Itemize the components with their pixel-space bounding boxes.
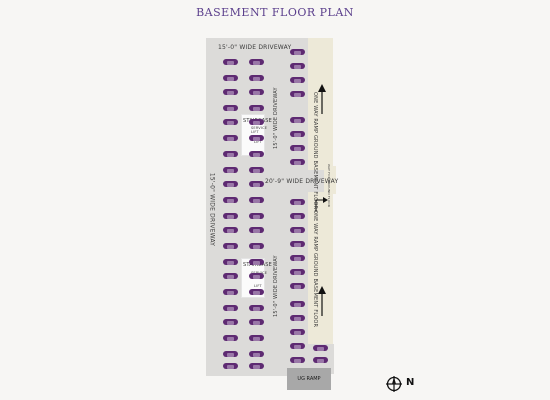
car-icon — [249, 258, 264, 266]
car-icon — [313, 356, 328, 364]
ramp-lower-label: ONE WAY RAMP GROUND BASEMENT FLOOR — [312, 210, 318, 328]
car-icon — [290, 212, 305, 220]
car-icon — [290, 198, 305, 206]
side-note-label: WAY FOR GROUND FLOOR — [327, 164, 331, 208]
arrow-up-icon — [318, 286, 326, 316]
left-driveway-label: 15'-0" WIDE DRIVEWAY — [208, 172, 216, 247]
floor-slab-cross — [284, 170, 324, 192]
page-title: BASEMENT FLOOR PLAN — [196, 6, 354, 19]
car-icon — [223, 150, 238, 158]
car-icon — [249, 88, 264, 96]
car-icon — [249, 212, 264, 220]
car-icon — [223, 58, 238, 66]
car-icon — [290, 314, 305, 322]
car-icon — [290, 226, 305, 234]
floor-slab-main — [206, 38, 286, 376]
car-icon — [223, 74, 238, 82]
car-icon — [249, 288, 264, 296]
turn-arrow-icon — [315, 197, 328, 212]
car-icon — [290, 144, 305, 152]
car-icon — [249, 134, 264, 142]
car-icon — [223, 134, 238, 142]
car-icon — [290, 268, 305, 276]
car-icon — [223, 88, 238, 96]
car-icon — [290, 158, 305, 166]
ug-ramp-label: UG RAMP — [297, 376, 321, 382]
car-icon — [290, 282, 305, 290]
car-icon — [223, 334, 238, 342]
floor-slab-upper-right — [284, 38, 308, 174]
car-icon — [249, 118, 264, 126]
car-icon — [249, 242, 264, 250]
car-icon — [290, 130, 305, 138]
car-icon — [223, 196, 238, 204]
north-label: N — [406, 377, 415, 388]
car-icon — [249, 304, 264, 312]
car-icon — [249, 58, 264, 66]
lift-1-label: LIFT — [254, 140, 262, 144]
car-icon — [223, 180, 238, 188]
top-driveway-label: 15'-0" WIDE DRIVEWAY — [218, 44, 292, 51]
car-icon — [290, 76, 305, 84]
car-icon — [223, 258, 238, 266]
car-icon — [290, 254, 305, 262]
car-icon — [223, 212, 238, 220]
car-icon — [223, 104, 238, 112]
car-icon — [249, 334, 264, 342]
center-driveway-top-label: 15'-0" WIDE DRIVEWAY — [273, 87, 279, 149]
car-icon — [223, 318, 238, 326]
car-icon — [290, 342, 305, 350]
car-icon — [249, 74, 264, 82]
car-icon — [223, 362, 238, 370]
car-icon — [223, 166, 238, 174]
car-icon — [249, 180, 264, 188]
staircase-2-label: STAIRCASE — [243, 262, 273, 268]
service-lift-1-label: SERVICE LIFT — [251, 126, 268, 134]
car-icon — [223, 272, 238, 280]
car-icon — [249, 226, 264, 234]
car-icon — [249, 150, 264, 158]
car-icon — [249, 104, 264, 112]
ramp-upper — [308, 38, 333, 170]
car-icon — [249, 318, 264, 326]
car-icon — [223, 288, 238, 296]
car-icon — [223, 242, 238, 250]
car-icon — [313, 344, 328, 352]
car-icon — [290, 300, 305, 308]
car-icon — [249, 272, 264, 280]
ug-ramp: UG RAMP — [287, 368, 331, 390]
car-icon — [290, 240, 305, 248]
car-icon — [249, 166, 264, 174]
ramp-side-note-area — [324, 166, 336, 194]
car-icon — [223, 350, 238, 358]
car-icon — [249, 350, 264, 358]
arrow-up-icon — [318, 84, 326, 114]
lift-2-label: LIFT — [254, 284, 262, 288]
car-icon — [290, 62, 305, 70]
car-icon — [290, 116, 305, 124]
car-icon — [290, 90, 305, 98]
north-arrow-icon — [386, 376, 402, 392]
cross-driveway-label: 20'-9" WIDE DRIVEWAY — [265, 178, 339, 185]
north-indicator: N — [386, 375, 416, 393]
center-driveway-bottom-label: 15'-0" WIDE DRIVEWAY — [273, 255, 279, 317]
car-icon — [249, 362, 264, 370]
car-icon — [223, 118, 238, 126]
ramp-lower — [308, 192, 333, 344]
car-icon — [223, 226, 238, 234]
car-icon — [290, 356, 305, 364]
car-icon — [249, 196, 264, 204]
car-icon — [223, 304, 238, 312]
car-icon — [290, 48, 305, 56]
car-icon — [290, 328, 305, 336]
